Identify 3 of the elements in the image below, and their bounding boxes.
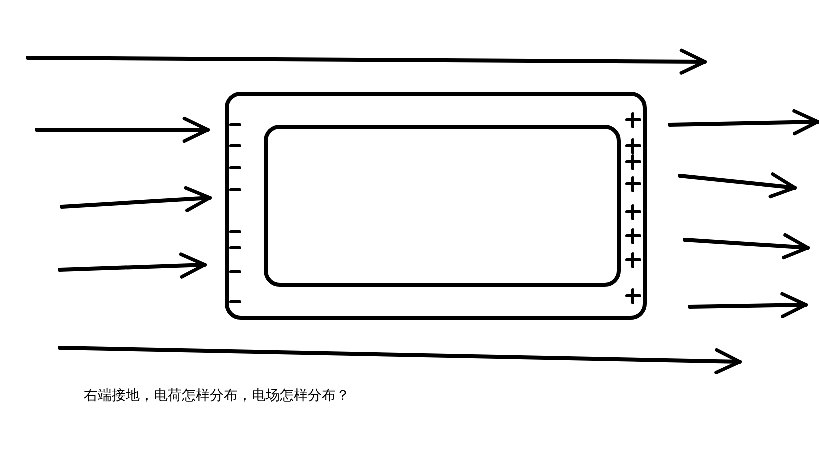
conductor-box xyxy=(225,92,647,320)
cavity-box xyxy=(264,125,621,287)
question-caption: 右端接地，电荷怎样分布，电场怎样分布？ xyxy=(84,387,350,405)
